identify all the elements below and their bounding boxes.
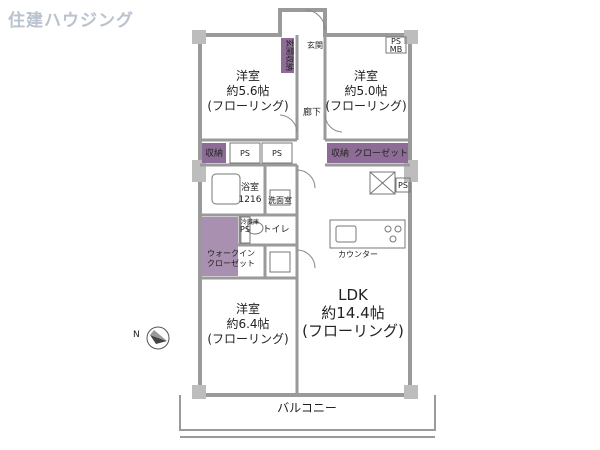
walkin-area (202, 217, 238, 276)
closet-area (353, 143, 408, 163)
storage-left-area (202, 143, 226, 163)
ps-label-1: PS (240, 149, 250, 158)
ps-box-4 (239, 216, 251, 244)
western-nw-size: 約5.6帖 (226, 83, 269, 98)
doors (279, 9, 343, 269)
walkin-label-1: ウォークイン (207, 249, 255, 258)
closet-label: クローゼット (354, 147, 408, 159)
small-tag: 冷蔵庫 (241, 218, 259, 226)
compass-rose (146, 326, 170, 350)
western-s-name: 洋室 (236, 301, 260, 316)
kitchen-counter (329, 219, 406, 249)
entrance-label: 玄関 (307, 40, 323, 50)
western-s-size: 約6.4帖 (226, 316, 269, 331)
stove-burner-3 (389, 235, 397, 243)
bath-name: 浴室 (241, 181, 259, 193)
bathtub (211, 173, 241, 205)
entrance-storage-area (281, 38, 294, 73)
toilet-bowl (246, 221, 264, 235)
fridge-space (369, 171, 396, 195)
sink (269, 189, 291, 206)
ps-box-2 (261, 142, 293, 164)
storage-fills (202, 38, 408, 276)
storage-right-area (327, 143, 353, 163)
ldk-name: LDK (338, 286, 369, 304)
western-nw-floor: (フローリング) (207, 99, 288, 113)
stove-burner-1 (384, 225, 392, 233)
western-ne-size: 約5.0帖 (344, 83, 387, 98)
ps-box-3 (395, 177, 411, 193)
bath-code: 1216 (239, 195, 262, 205)
ps-label-3: PS (398, 181, 408, 190)
western-ne-floor: (フローリング) (325, 99, 406, 113)
balcony-label: バルコニー (277, 401, 337, 415)
ps-mb-box (385, 36, 407, 54)
ps-box-1 (229, 142, 261, 164)
stove-burner-2 (394, 225, 402, 233)
counter-label: カウンター (338, 250, 378, 259)
walkin-label-2: クローゼット (207, 258, 255, 268)
pillars (192, 30, 418, 399)
ldk-size: 約14.4帖 (321, 304, 384, 322)
toilet-label: トイレ (262, 225, 289, 235)
ps-label-2: PS (272, 149, 282, 158)
balcony (179, 395, 436, 438)
brand-logo: 住建ハウジング (8, 11, 134, 31)
ps-label-4: PS (240, 225, 250, 234)
western-nw-name: 洋室 (236, 68, 260, 83)
storage-left-label: 収納 (205, 147, 223, 159)
fixtures (211, 36, 411, 273)
compass-label: N (133, 330, 140, 340)
kitchen-sink (335, 225, 357, 243)
ps-mb-label-mb: MB (390, 45, 402, 54)
ldk-floor: (フローリング) (302, 322, 404, 340)
corridor-label: 廊下 (303, 106, 321, 118)
storage-right-label: 収納 (331, 147, 349, 159)
washing-machine (269, 251, 291, 273)
western-s-floor: (フローリング) (207, 332, 288, 346)
washroom-label: 洗面室 (268, 195, 292, 205)
ps-mb-label-ps: PS (391, 37, 401, 46)
western-ne-name: 洋室 (354, 68, 378, 83)
entrance-storage-label: 玄関収納 (285, 39, 295, 71)
